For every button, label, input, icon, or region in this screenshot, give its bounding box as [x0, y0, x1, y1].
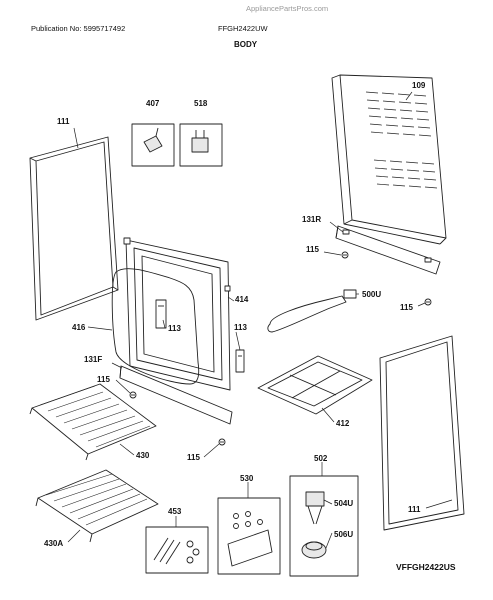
oven-gasket	[111, 268, 200, 385]
burner-baffle	[257, 355, 373, 415]
callout-453: 453	[168, 507, 182, 516]
callout-412: 412	[336, 419, 350, 428]
screw-kit-box	[145, 526, 209, 574]
callout-430: 430	[136, 451, 150, 460]
oven-rack-430a	[35, 469, 159, 543]
callout-502: 502	[314, 454, 328, 463]
callout-500u: 500U	[362, 290, 381, 299]
callout-504u: 504U	[334, 499, 353, 508]
part-407-box	[131, 123, 175, 167]
switch-assembly-box	[289, 475, 359, 577]
callout-414: 414	[235, 295, 249, 304]
callout-115-a: 115	[306, 245, 319, 254]
callout-506u: 506U	[334, 530, 353, 539]
callout-111-right: 111	[408, 505, 421, 514]
burner-tube	[267, 289, 357, 333]
side-panel-left	[29, 136, 119, 321]
callout-115-d: 115	[187, 453, 200, 462]
screw-115-d	[218, 438, 226, 446]
back-panel	[331, 74, 447, 245]
callout-111-left: 111	[57, 117, 70, 126]
callout-115-b: 115	[400, 303, 413, 312]
publication-number: Publication No: 5995717492	[31, 24, 126, 33]
diagram-code: VFFGH2422US	[396, 562, 456, 572]
side-panel-right	[379, 335, 465, 531]
screw-115-c	[129, 391, 137, 399]
callout-518: 518	[194, 99, 208, 108]
front-rail	[119, 365, 233, 425]
callout-530: 530	[240, 474, 254, 483]
screw-115-b	[424, 298, 432, 306]
oven-rack	[29, 383, 157, 461]
section-title: BODY	[234, 40, 258, 49]
bracket-113-b	[235, 349, 245, 373]
screw-115-a	[341, 251, 349, 259]
callout-113-b: 113	[234, 323, 247, 332]
callout-115-c: 115	[97, 375, 110, 384]
callout-113-a: 113	[168, 324, 181, 333]
callout-430a: 430A	[44, 539, 63, 548]
ignitor-block-box	[217, 497, 281, 575]
callout-407: 407	[146, 99, 160, 108]
bracket-113-a	[155, 299, 167, 329]
callout-131f: 131F	[84, 355, 102, 364]
callout-109: 109	[412, 81, 426, 90]
front-frame	[123, 237, 231, 391]
callout-416: 416	[72, 323, 86, 332]
model-number: FFGH2422UW	[218, 24, 268, 33]
part-518-box	[179, 123, 223, 167]
watermark: AppliancePartsPros.com	[246, 4, 329, 13]
callout-131r: 131R	[302, 215, 321, 224]
